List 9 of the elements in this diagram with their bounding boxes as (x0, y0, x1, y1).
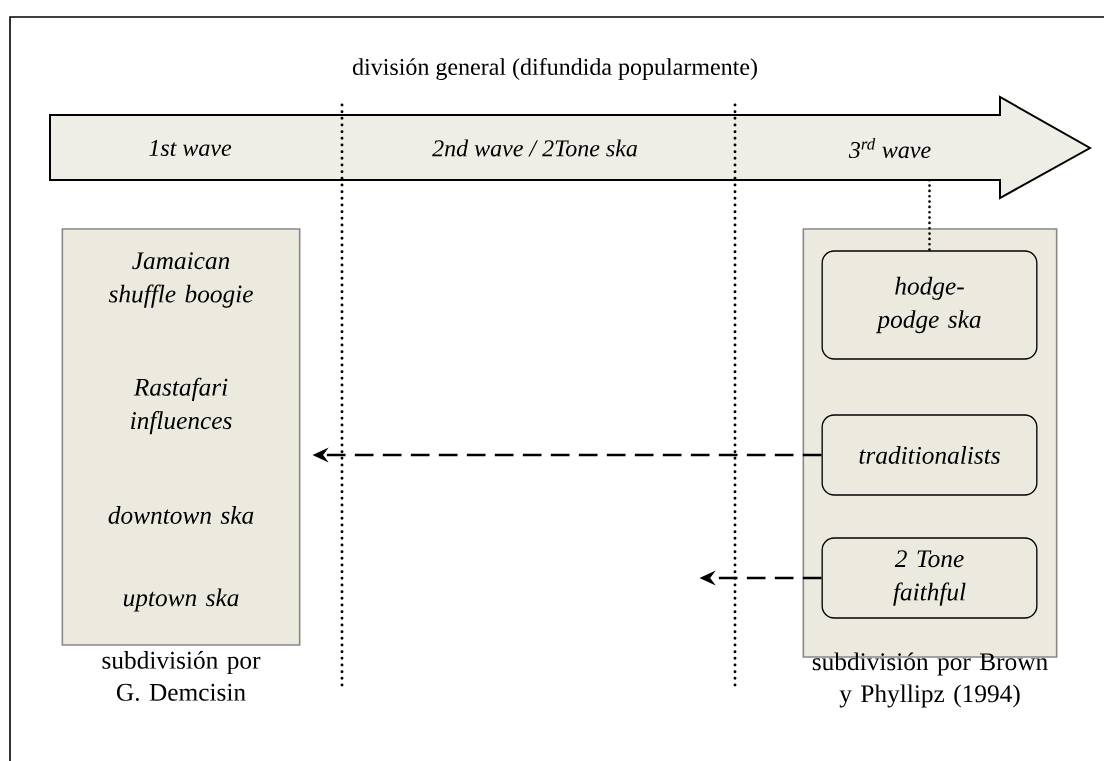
rounded-box: hodge-podge ska (821, 250, 1038, 360)
era-label: 3$^{rd}$ wave (848, 137, 931, 159)
rounded-box: 2 Tone faithful (821, 537, 1038, 619)
title: división general (difundida popularmente) (352, 57, 757, 81)
rounded-box: traditionalists (821, 414, 1038, 496)
era-label: 2nd wave / 2Tone ska (432, 139, 637, 157)
era-label: 1st wave (149, 139, 232, 157)
node-label: subdivisión por Brown y Phyllipz (1994) (812, 652, 1048, 708)
node-label: subdivisión por G. Demcisin (102, 651, 261, 701)
